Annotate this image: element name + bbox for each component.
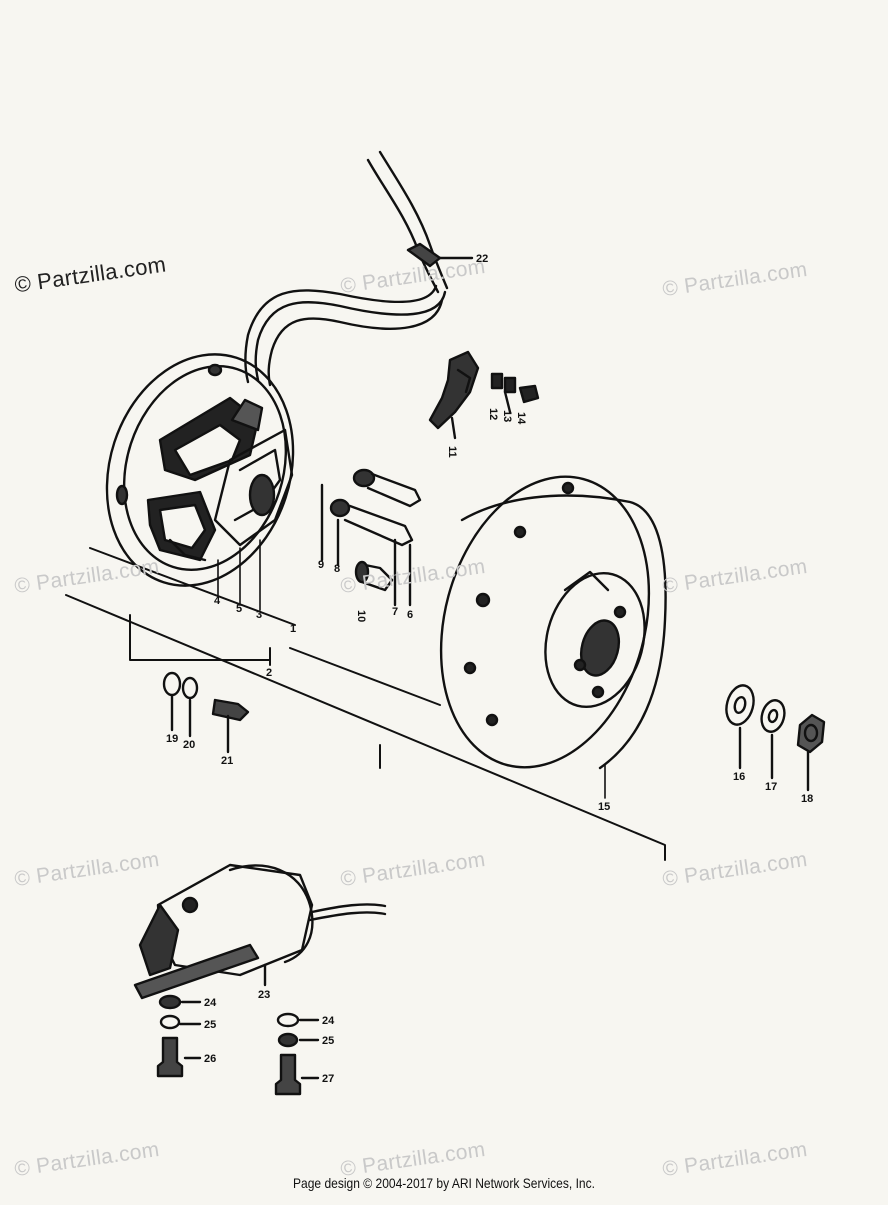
stator-screws [320,468,422,607]
callout-26: 26 [204,1053,216,1065]
page-footer: Page design © 2004-2017 by ARI Network S… [292,1175,595,1191]
callout-8: 8 [334,563,340,575]
callout-9: 9 [318,559,324,571]
callout-5: 5 [236,603,242,615]
callout-3: 3 [256,609,262,621]
callout-25b: 25 [322,1035,334,1047]
callout-12: 12 [487,408,499,420]
callout-18: 18 [801,793,813,805]
callout-7: 7 [392,606,398,618]
stator-assembly [105,353,295,587]
callout-17: 17 [765,781,777,793]
coil-mount-hardware [156,256,474,1096]
callout-6: 6 [407,609,413,621]
callout-16: 16 [733,771,745,783]
callout-10: 10 [355,610,367,622]
ignition-coil [133,863,387,1000]
callout-27: 27 [322,1073,334,1085]
callout-25: 25 [204,1019,216,1031]
callout-4: 4 [214,595,221,607]
callout-13: 13 [501,410,513,422]
callout-leaders [217,539,606,799]
callout-15: 15 [598,801,610,813]
small-screw-set [162,671,250,754]
callout-2: 2 [266,667,272,679]
assembly-brackets [65,547,666,861]
callout-22: 22 [476,253,488,265]
wire-harness [244,150,449,387]
contact-point-assembly [428,350,540,440]
callout-21: 21 [221,755,233,767]
callout-23: 23 [258,989,270,1001]
callout-11: 11 [446,446,458,458]
flywheel-nut-washers [725,684,826,792]
callout-labels: 22 12 13 14 11 9 8 10 7 6 4 5 3 1 2 19 2… [166,253,813,1085]
flywheel-rotor [439,475,667,770]
callout-1: 1 [290,623,296,635]
callout-24b: 24 [322,1015,335,1027]
callout-19: 19 [166,733,178,745]
callout-24: 24 [204,997,217,1009]
callout-20: 20 [183,739,195,751]
callout-14: 14 [515,412,527,425]
